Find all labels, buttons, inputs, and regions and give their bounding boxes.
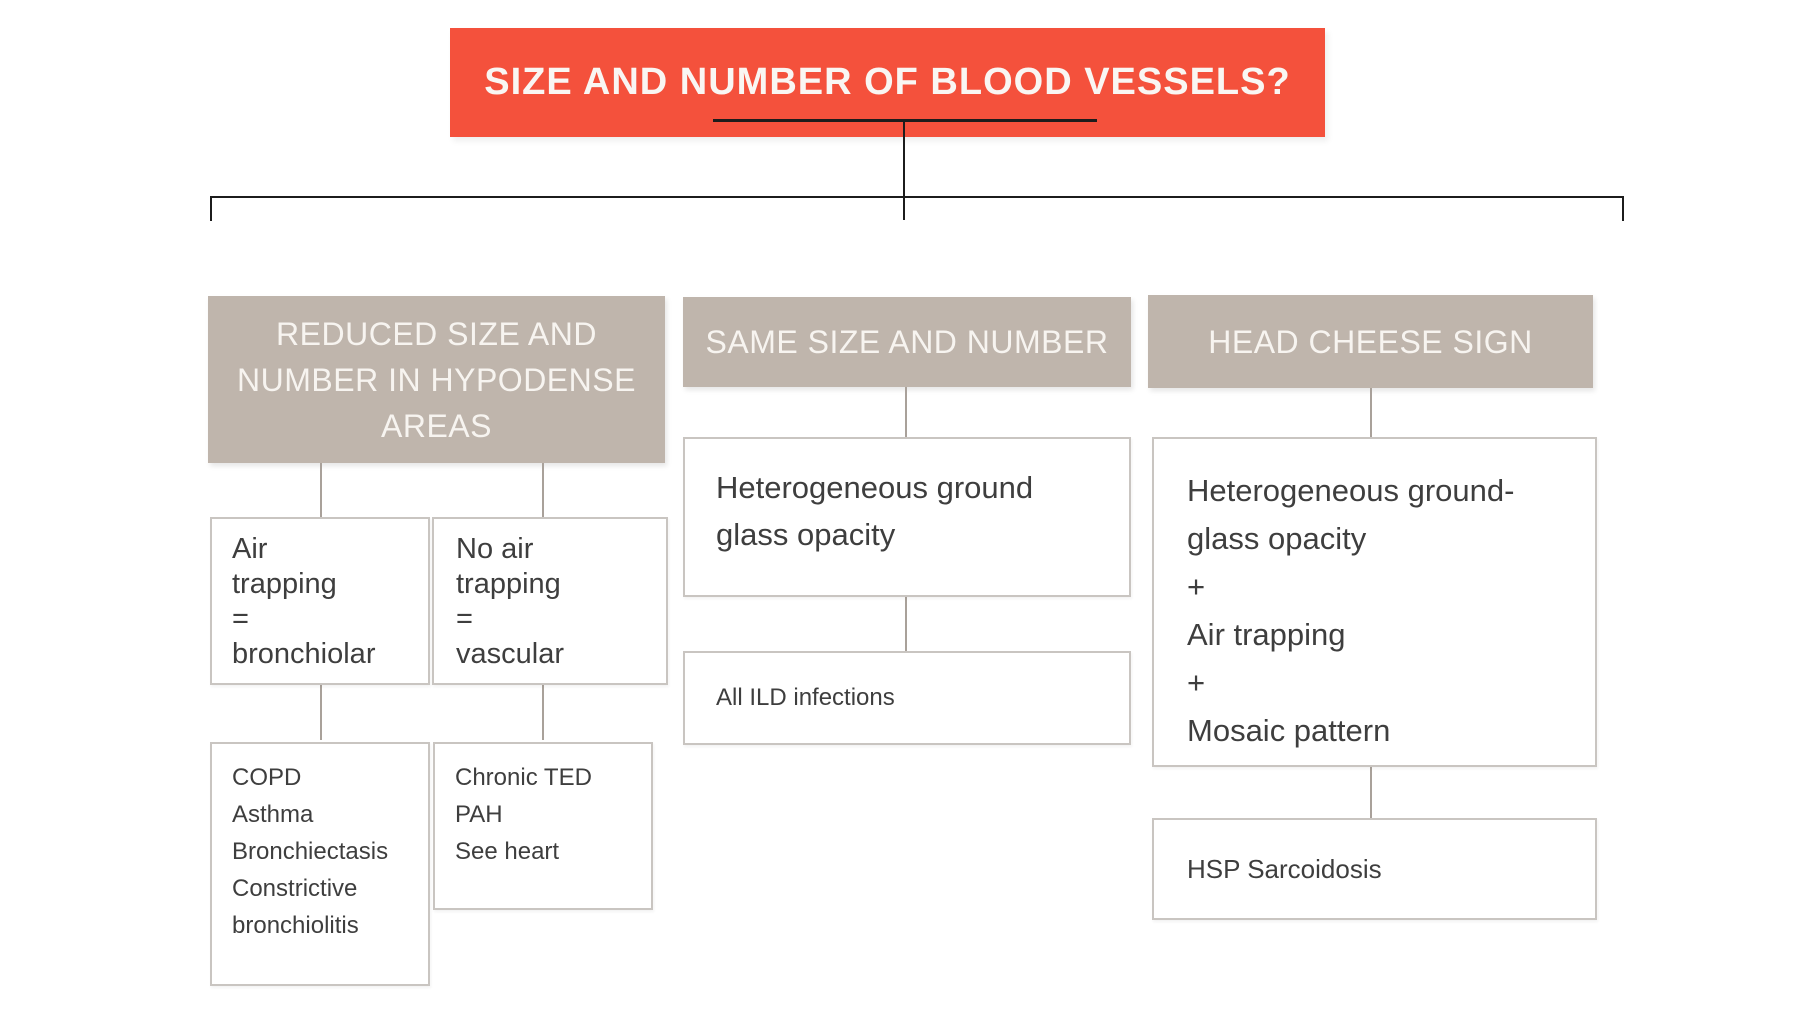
text-line: Chronic TED xyxy=(455,764,592,791)
tree-bracket-tick-left xyxy=(210,196,212,221)
text-line: glass opacity xyxy=(1187,521,1367,556)
branch-header-same-size: SAME SIZE AND NUMBER xyxy=(683,297,1131,387)
text-line: bronchiolar xyxy=(232,638,376,670)
text-line: Heterogeneous ground- xyxy=(1187,473,1515,508)
connector-criteria-to-hsp xyxy=(1370,767,1372,818)
connector-ggo-to-all-ild xyxy=(905,596,907,652)
text-line: + xyxy=(1187,569,1206,604)
text-line: Air trapping xyxy=(1187,617,1346,652)
text-line: See heart xyxy=(455,838,560,865)
tree-bracket-line xyxy=(210,196,1624,198)
text-line: No air xyxy=(456,533,534,565)
text-line: All ILD infections xyxy=(716,684,895,711)
branch-header-head-cheese: HEAD CHEESE SIGN xyxy=(1148,295,1593,388)
connector-same-to-ggo xyxy=(905,387,907,437)
branch-header-reduced-size: REDUCED SIZE AND NUMBER IN HYPODENSE AREAS xyxy=(208,296,665,463)
text-line: = xyxy=(232,603,249,635)
text-line: Constrictive xyxy=(232,875,358,902)
text-line: trapping xyxy=(232,568,337,600)
node-head-cheese-criteria: Heterogeneous ground-glass opacity + Air t… xyxy=(1152,437,1597,767)
text-line: HSP Sarcoidosis xyxy=(1187,853,1382,884)
banner-underline xyxy=(713,119,1097,122)
node-heterogeneous-ggo: Heterogeneous ground glass opacity xyxy=(683,437,1131,597)
root-question-title: SIZE AND NUMBER OF BLOOD VESSELS? xyxy=(484,61,1291,103)
text-line: bronchiolitis xyxy=(232,912,359,939)
text-line: REDUCED SIZE AND xyxy=(276,315,597,352)
text-line: Mosaic pattern xyxy=(1187,713,1391,748)
text-line: SAME SIZE AND NUMBER xyxy=(705,324,1109,360)
node-hsp-sarcoidosis: HSP Sarcoidosis xyxy=(1152,818,1597,920)
text-line: Air xyxy=(232,533,268,565)
text-line: vascular xyxy=(456,638,564,670)
connector-reduced-to-no-air xyxy=(542,463,544,517)
node-all-ild-infections: All ILD infections xyxy=(683,651,1131,745)
connector-headcheese-to-criteria xyxy=(1370,388,1372,437)
text-line: glass opacity xyxy=(716,517,896,552)
tree-vertical-line xyxy=(903,121,905,220)
text-line: = xyxy=(456,603,473,635)
text-line: PAH xyxy=(455,801,503,828)
text-line: COPD xyxy=(232,764,302,791)
node-chronic-ted-list: Chronic TED PAH See heart xyxy=(433,742,653,910)
tree-bracket-tick-right xyxy=(1622,196,1624,221)
connector-air-to-copd xyxy=(320,685,322,740)
text-line: Bronchiectasis xyxy=(232,838,389,865)
root-question-banner: SIZE AND NUMBER OF BLOOD VESSELS? xyxy=(450,28,1325,137)
text-line: Heterogeneous ground xyxy=(716,470,1034,505)
text-line: Asthma xyxy=(232,801,314,828)
text-line: trapping xyxy=(456,568,561,600)
text-line: HEAD CHEESE SIGN xyxy=(1208,323,1533,360)
connector-reduced-to-air xyxy=(320,463,322,517)
connector-no-air-to-chronic xyxy=(542,685,544,740)
text-line: NUMBER IN HYPODENSE xyxy=(237,361,636,398)
text-line: + xyxy=(1187,665,1206,700)
text-line: AREAS xyxy=(381,407,492,444)
